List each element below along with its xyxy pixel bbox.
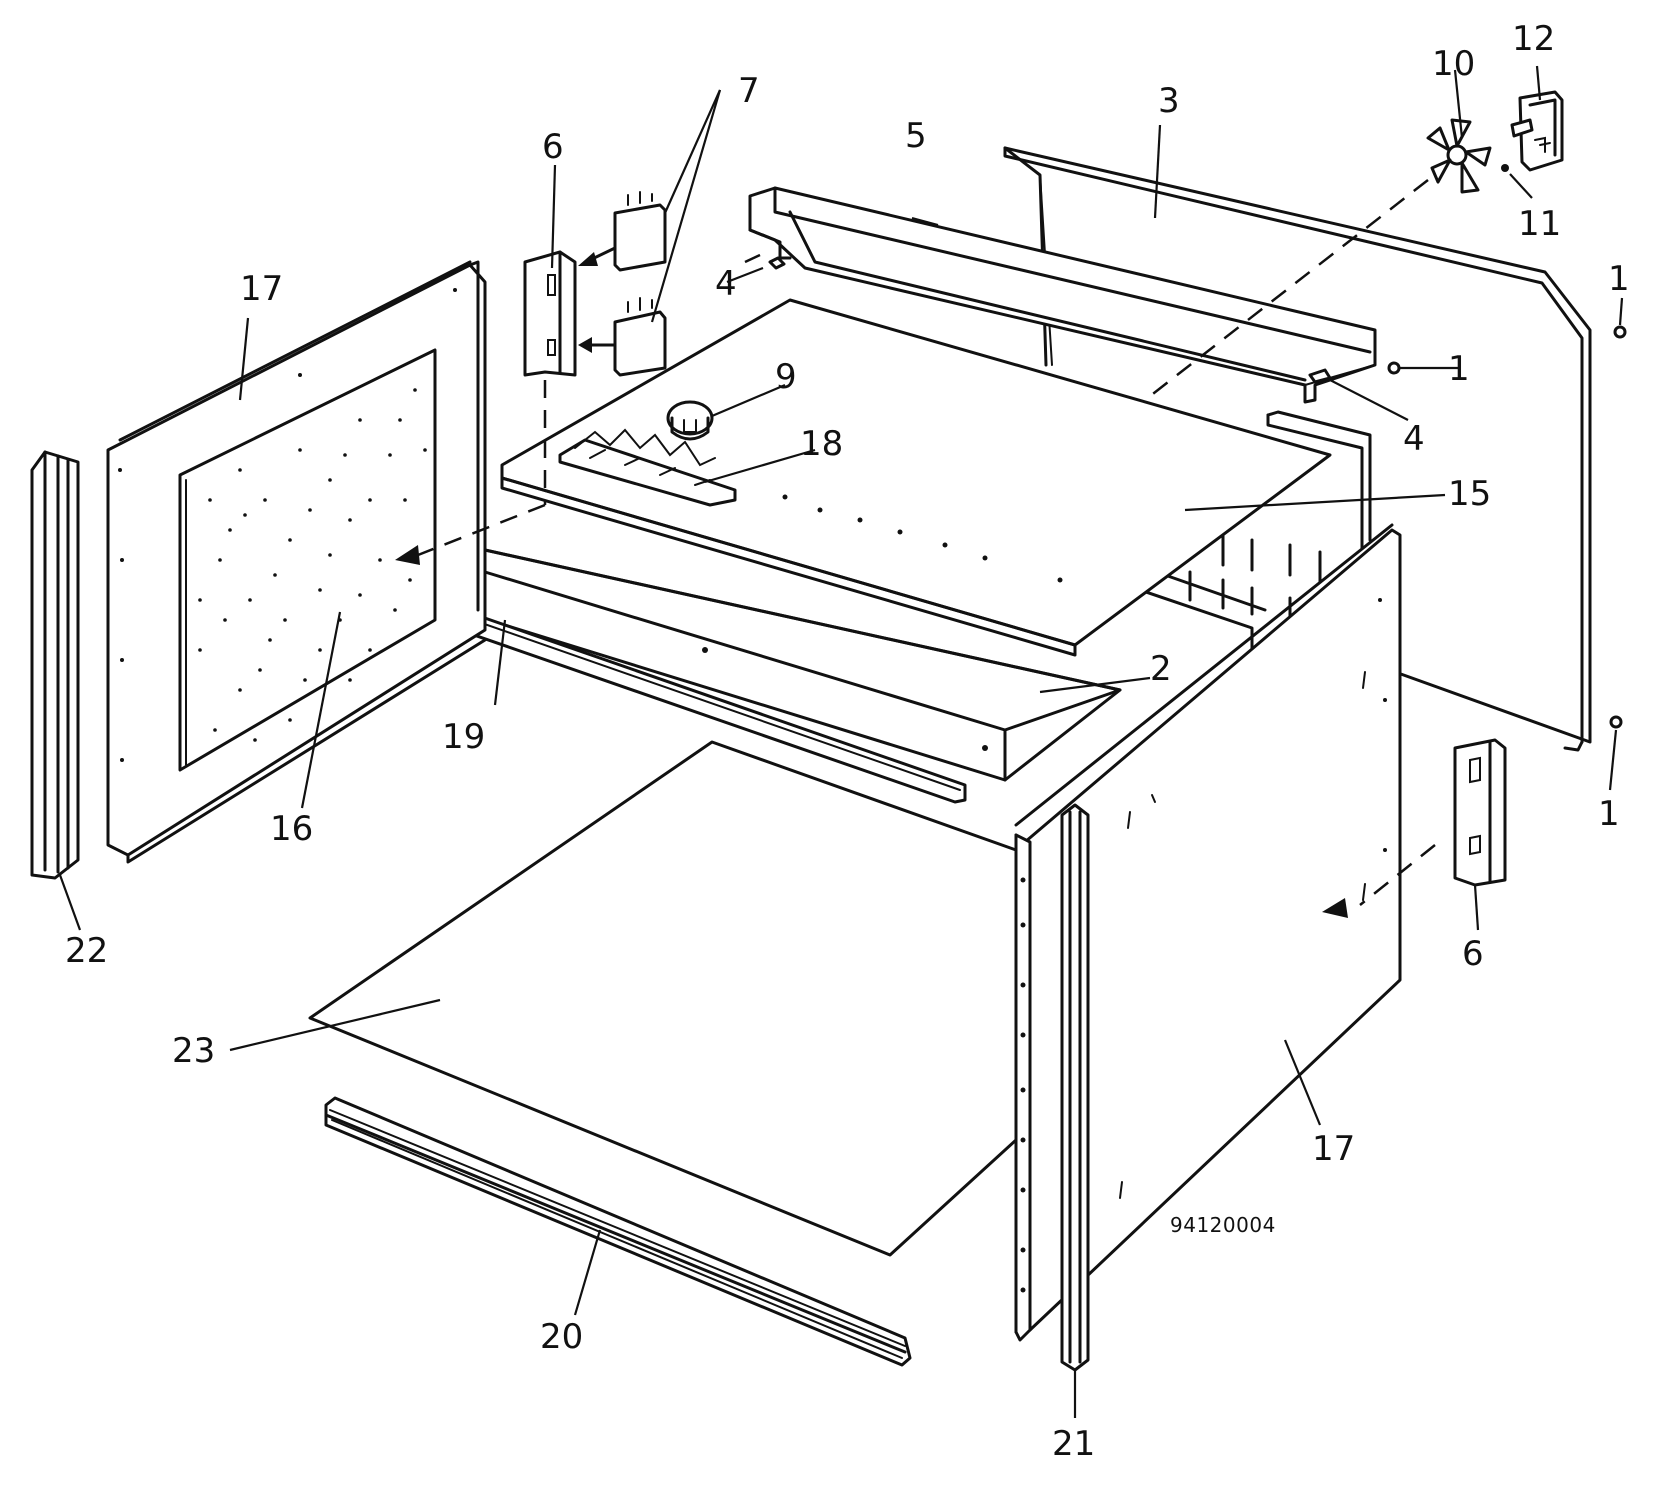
label-12: 12 [1512,19,1555,59]
assembly-lines [395,179,1436,918]
label-7: 7 [738,71,760,111]
drawing-number: 94120004 [1170,1213,1276,1237]
label-23: 23 [172,1031,215,1071]
part-3-back-panel [1003,146,1592,752]
label-1-bottom: 1 [1598,794,1620,834]
part-4-clip-left [768,256,786,270]
label-21: 21 [1052,1424,1095,1464]
leader-lines [58,65,1624,1418]
label-9: 9 [775,357,797,397]
label-6-right: 6 [1462,934,1484,974]
label-15: 15 [1448,474,1491,514]
part-17-side-panel-left [106,260,487,864]
part-7-relay-upper [613,191,667,272]
part-16-insulation [198,388,427,742]
part-11-screw [1501,164,1509,172]
part-22-left-front-strip [30,450,80,880]
part-17-side-panel-right [1014,523,1402,1342]
part-6-bracket-left [523,250,577,377]
label-1-top: 1 [1608,259,1630,299]
label-11: 11 [1518,204,1561,244]
label-1-mid: 1 [1448,349,1470,389]
label-6-left: 6 [542,127,564,167]
label-17-right: 17 [1312,1129,1355,1169]
label-20: 20 [540,1317,583,1357]
label-22: 22 [65,931,108,971]
label-17-left: 17 [240,269,283,309]
part-7-relay-lower [613,297,667,377]
label-2: 2 [1150,649,1172,689]
label-3: 3 [1158,81,1180,121]
label-16: 16 [270,809,313,849]
label-4-right: 4 [1403,419,1425,459]
part-1-screw-mid [1387,361,1401,375]
part-18-terminal-strip [558,428,737,507]
part-23-bottom-plate [308,740,1018,1257]
part-20-bottom-front-rail [324,1096,912,1367]
part-labels: 1 1 1 2 3 4 4 5 6 6 7 9 10 11 12 15 16 1… [65,19,1630,1464]
part-10-fan [1426,118,1492,194]
label-19: 19 [442,717,485,757]
part-6-bracket-right [1453,738,1507,887]
part-1-screw-top [1613,325,1627,339]
part-9-lamp [666,400,714,441]
part-21-right-front-strip [1060,803,1090,1372]
label-10: 10 [1432,44,1475,84]
label-5: 5 [905,116,927,156]
part-4-clip-right [1308,368,1332,384]
label-18: 18 [800,424,843,464]
part-12-fan-motor [1510,90,1564,172]
part-1-screw-bottom [1609,715,1623,729]
relay-arrows [578,246,617,353]
label-4-left: 4 [715,264,737,304]
part-15-top-plate [500,298,1332,657]
